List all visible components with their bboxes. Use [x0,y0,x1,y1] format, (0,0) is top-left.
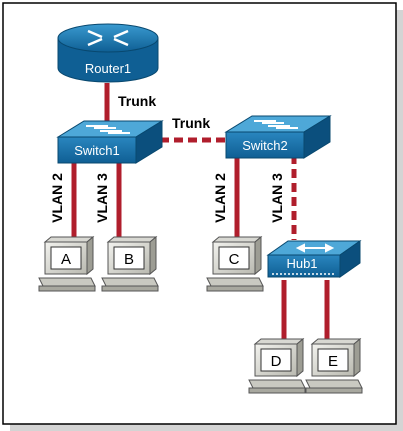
switch2-label: Switch2 [242,138,288,153]
pc-b: B [101,236,159,292]
hub-arrow-icon [295,243,335,253]
trunk-label-switches: Trunk [172,115,210,131]
vlan-label-a: VLAN 2 [49,173,65,223]
switch1: Switch1 [56,120,164,164]
router-arrows-icon [87,29,129,47]
pc-c: C [206,236,264,292]
vlan-label-b: VLAN 3 [94,173,110,223]
links [71,83,330,342]
router1: Router1 [57,23,159,83]
vlan-label-c: VLAN 2 [212,173,228,223]
pc-e: E [305,338,363,394]
switch2: Switch2 [224,115,332,159]
pc-e-label: E [328,353,338,370]
switch1-label: Switch1 [74,143,120,158]
pc-a-label: A [61,251,71,268]
switch-arrows-icon [86,125,130,134]
router1-label: Router1 [85,61,131,76]
pc-b-label: B [124,251,134,268]
trunk-label-router: Trunk [118,93,156,109]
vlan-label-hub: VLAN 3 [269,173,285,223]
pc-d-label: D [271,353,282,370]
hub1-label: Hub1 [286,256,317,271]
pc-c-label: C [229,251,240,268]
pc-d: D [248,338,306,394]
hub1: Hub1 [266,240,362,278]
pc-a: A [38,236,96,292]
switch-arrows-icon [254,120,298,129]
